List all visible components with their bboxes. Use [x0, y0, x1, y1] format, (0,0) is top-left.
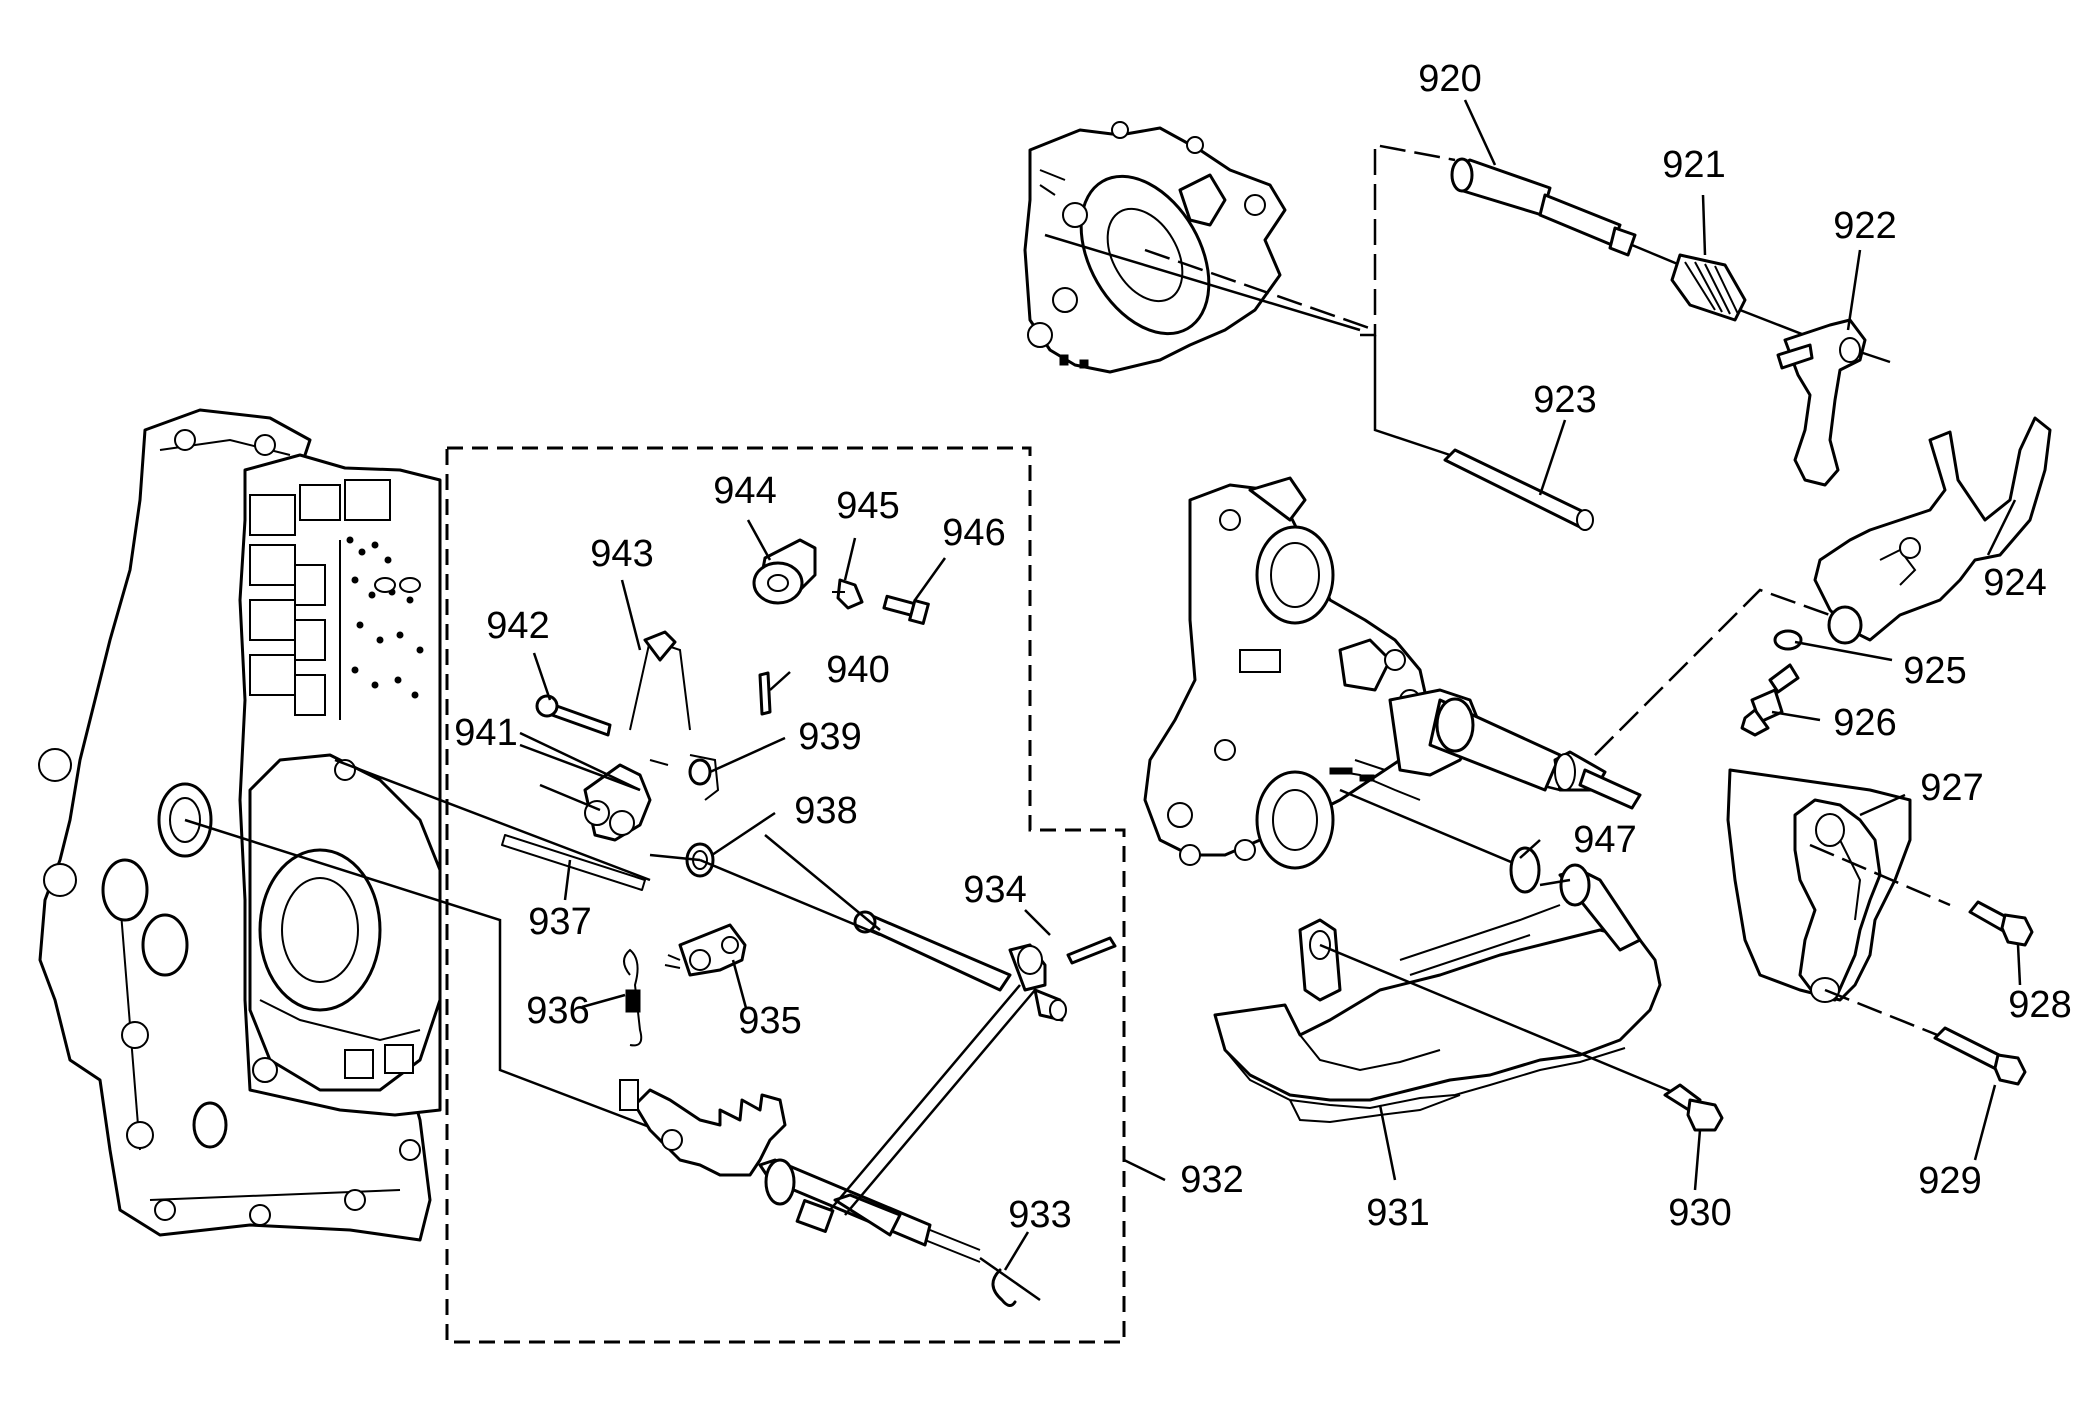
- callout-935: 935: [738, 1000, 801, 1042]
- callout-930: 930: [1668, 1192, 1731, 1234]
- servo-housing-center: [1143, 476, 1642, 872]
- callout-947: 947: [1573, 819, 1636, 861]
- callout-942: 942: [486, 605, 549, 647]
- callout-933: 933: [1008, 1194, 1071, 1236]
- part-921-spring: [1670, 253, 1831, 347]
- manual-shaft-assembly: [184, 538, 1117, 1307]
- callout-931: 931: [1366, 1192, 1429, 1234]
- callout-924: 924: [1983, 562, 2046, 604]
- callout-921: 921: [1662, 144, 1725, 186]
- selector-assembly-box: [445, 446, 1126, 1344]
- callout-labels: 920 921 922 923 924 925 926 927 928 929 …: [454, 58, 2071, 1236]
- callout-936: 936: [526, 990, 589, 1032]
- callout-938: 938: [794, 790, 857, 832]
- callout-945: 945: [836, 485, 899, 527]
- callout-944: 944: [713, 470, 776, 512]
- callout-920: 920: [1418, 58, 1481, 100]
- part-922-fork: [1776, 318, 1891, 487]
- parts-925-926: [1740, 629, 1803, 737]
- callout-922: 922: [1833, 205, 1896, 247]
- callout-941: 941: [454, 712, 517, 754]
- pump-housing-top: [1023, 121, 1456, 374]
- callout-926: 926: [1833, 702, 1896, 744]
- part-920-shaft: [1450, 157, 1681, 267]
- part-931-filter: [1213, 863, 1681, 1124]
- callout-946: 946: [942, 512, 1005, 554]
- callout-929: 929: [1918, 1160, 1981, 1202]
- callout-932: 932: [1180, 1159, 1243, 1201]
- part-928-bolt: [1968, 900, 2034, 947]
- callout-925: 925: [1903, 650, 1966, 692]
- callout-928: 928: [2008, 984, 2071, 1026]
- part-923-rod: [1373, 335, 1594, 531]
- transmission-case-left: [38, 408, 442, 1242]
- callout-leaders: [519, 99, 2022, 1271]
- part-929-bolt: [1933, 1026, 2027, 1086]
- part-924-fork: [1539, 416, 2052, 792]
- callout-927: 927: [1920, 767, 1983, 809]
- callout-934: 934: [963, 869, 1026, 911]
- callout-940: 940: [826, 649, 889, 691]
- callout-923: 923: [1533, 379, 1596, 421]
- callout-939: 939: [798, 716, 861, 758]
- callout-943: 943: [590, 533, 653, 575]
- part-927-cover: [1726, 768, 1951, 1042]
- part-947-ring: [1509, 846, 1541, 894]
- callout-937: 937: [528, 901, 591, 943]
- part-930-bolt: [1663, 1083, 1724, 1132]
